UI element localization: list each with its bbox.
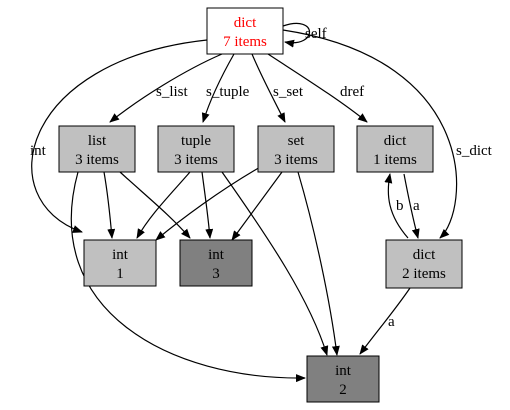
edge-label-s-dict: s_dict bbox=[456, 143, 493, 159]
edge-list-int3 bbox=[119, 171, 191, 239]
edge-label-s-tuple: s_tuple bbox=[206, 84, 250, 100]
edge-tuple-int1 bbox=[136, 171, 191, 239]
node-dict1-count: 1 items bbox=[373, 152, 417, 168]
edge-tuple-int2 bbox=[221, 171, 329, 356]
node-set-type: set bbox=[288, 133, 305, 149]
node-int1: int 1 bbox=[83, 239, 157, 287]
node-dict1: dict 1 items bbox=[356, 125, 434, 173]
node-int3-box bbox=[179, 239, 253, 287]
node-int2-box bbox=[306, 355, 380, 403]
edge-dict2-dict1 bbox=[384, 173, 409, 239]
node-int2: int 2 bbox=[306, 355, 380, 403]
edge-root-self bbox=[282, 22, 310, 48]
edge-set-int1 bbox=[155, 165, 263, 241]
node-int1-box bbox=[83, 239, 157, 287]
node-tuple-count: 3 items bbox=[174, 152, 218, 168]
edge-root-set bbox=[251, 53, 286, 123]
edge-label-s-list: s_list bbox=[156, 84, 189, 100]
node-tuple: tuple 3 items bbox=[157, 125, 235, 173]
node-tuple-box bbox=[157, 125, 235, 173]
edge-list-int2 bbox=[70, 171, 306, 383]
node-list-type: list bbox=[88, 133, 107, 149]
edge-set-int3 bbox=[231, 171, 283, 241]
node-int3-value: 3 bbox=[212, 266, 220, 282]
node-set-box bbox=[257, 125, 335, 173]
node-tuple-type: tuple bbox=[181, 133, 211, 149]
edge-root-list bbox=[109, 53, 223, 123]
edge-label-dref: dref bbox=[340, 84, 364, 100]
edge-root-dict1 bbox=[267, 53, 368, 123]
node-dict2: dict 2 items bbox=[385, 239, 463, 289]
node-int1-value: 1 bbox=[116, 266, 124, 282]
node-int3-type: int bbox=[208, 247, 225, 263]
edge-root-int1 bbox=[31, 39, 208, 233]
edge-label-int: int bbox=[30, 143, 47, 159]
edges bbox=[31, 22, 458, 383]
node-root-dict: dict 7 items bbox=[206, 7, 284, 55]
node-list: list 3 items bbox=[58, 125, 136, 173]
edge-list-int1 bbox=[103, 171, 116, 239]
node-set-count: 3 items bbox=[274, 152, 318, 168]
node-int2-value: 2 bbox=[339, 382, 347, 398]
edge-dict1-dict2 bbox=[403, 173, 420, 239]
edge-label-a-dict2-int2: a bbox=[388, 314, 395, 330]
node-int2-type: int bbox=[335, 363, 352, 379]
edge-label-s-set: s_set bbox=[273, 84, 304, 100]
node-int3: int 3 bbox=[179, 239, 253, 287]
node-root-type: dict bbox=[234, 15, 257, 31]
node-dict1-box bbox=[356, 125, 434, 173]
edge-set-int2 bbox=[297, 171, 340, 356]
node-list-count: 3 items bbox=[75, 152, 119, 168]
edge-labels: self s_list s_tuple s_set dref int s_dic… bbox=[30, 26, 493, 330]
node-int1-type: int bbox=[112, 247, 129, 263]
node-dict2-box bbox=[385, 239, 463, 289]
edge-root-dict2 bbox=[282, 29, 458, 239]
edge-root-tuple bbox=[201, 53, 235, 123]
edge-dict2-int2 bbox=[359, 287, 411, 355]
node-dict2-count: 2 items bbox=[402, 266, 446, 282]
node-dict2-type: dict bbox=[413, 247, 436, 263]
node-list-box bbox=[58, 125, 136, 173]
node-root-count: 7 items bbox=[223, 34, 267, 50]
edge-label-b: b bbox=[396, 198, 404, 214]
edge-tuple-int3 bbox=[201, 171, 214, 239]
node-root-box bbox=[206, 7, 284, 55]
node-dict1-type: dict bbox=[384, 133, 407, 149]
edge-label-self: self bbox=[305, 26, 327, 42]
node-set: set 3 items bbox=[257, 125, 335, 173]
edge-label-a-dict1-dict2: a bbox=[413, 198, 420, 214]
